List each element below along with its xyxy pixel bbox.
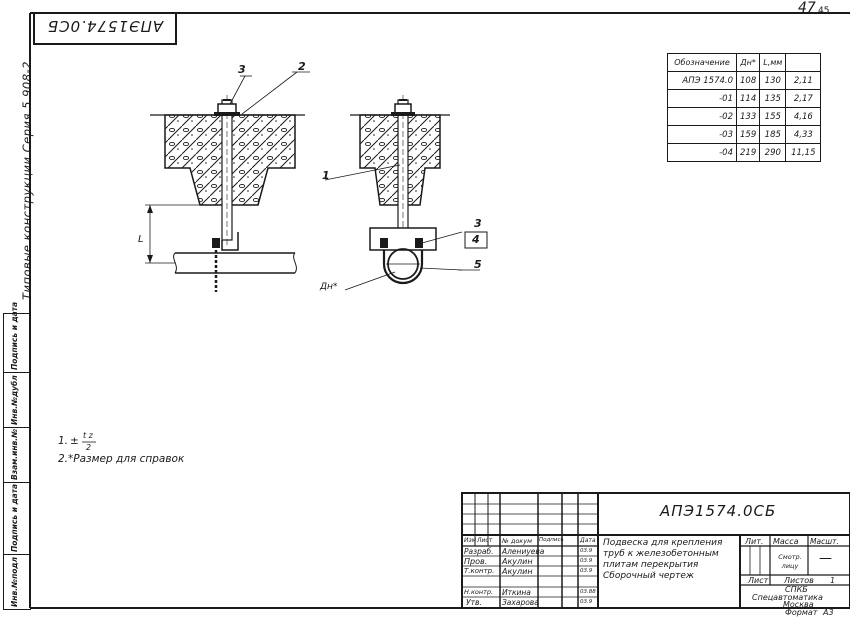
role-name: Акулин [502,557,533,566]
drawing-title: Подвеска для крепления труб к железобето… [603,538,722,582]
callout-3-left: 3 [238,63,246,76]
spec-header-cell: L,мм [759,53,787,72]
spec-cell: 135 [759,89,787,108]
role-label: Пров. [464,557,488,566]
note-2: 2.*Размер для справок [58,453,185,465]
side-cell: Подпись и дата [4,302,31,373]
spec-header-cell [785,53,822,72]
spec-cell: 11,15 [785,143,822,162]
diameter-label: Дн* [320,282,338,292]
scale-value: — [819,551,832,566]
role-name: Акулин [502,567,533,576]
page-number-print: 45 [818,6,830,16]
role-label: Утв. [466,598,482,607]
sheets-label: Листов [784,576,814,585]
spec-cell: -01 [667,89,737,108]
col-header-sign: Подпись [539,537,564,543]
side-cell: Инв.№дубл [4,372,31,428]
role-date: 03.88 [580,589,596,595]
org-line-3: Москва [783,600,814,609]
note-1-number: 1. [58,435,69,447]
side-cell: Подпись и дата [4,482,31,555]
spec-cell: 4,16 [785,107,822,126]
org-line-1: СПКБ [785,585,808,594]
drawing-title-line: Сборочный чертеж [603,571,695,581]
spec-cell: 2,17 [785,89,822,108]
drawing-title-line: труб к железобетонным [603,549,719,559]
format-value: А3 [823,608,834,617]
left-view [145,71,310,292]
callout-3-right: 3 [474,217,482,230]
sheets-value: 1 [830,576,836,585]
format-label: Формат [785,608,818,617]
role-date: 03.9 [580,548,593,554]
note-1-numerator: t z [83,431,93,440]
spec-cell: -04 [667,143,737,162]
spec-cell: 155 [759,107,787,126]
note-1-denominator: 2 [86,443,92,452]
side-stamp: Подпись и дата Инв.№дубл Взам.инв.№ Подп… [3,302,31,610]
role-name: Иткина [502,588,531,597]
table-row: -01 114 135 2,17 [667,89,822,108]
table-row: -04 219 290 11,15 [667,143,822,162]
inverted-stamp: АПЭ1574.0СБ [33,13,177,45]
right-view [324,95,488,291]
table-row: -02 133 155 4,16 [667,107,822,126]
sheet-label: Лист [748,576,769,585]
spec-cell: 290 [759,143,787,162]
title-block-frame [461,492,850,609]
col-header-date: Дата [580,537,596,544]
scale-label: Масшт. [810,537,839,546]
spec-cell: 219 [735,143,761,162]
callout-2: 2 [298,60,306,73]
role-label: Разраб. [464,547,494,556]
role-date: 03.9 [580,568,593,574]
callout-1: 1 [322,169,330,182]
table-row: -03 159 185 4,33 [667,125,822,144]
table-row: АПЭ 1574.0 108 130 2,11 [667,71,822,90]
col-header-izm: Изм [464,537,477,544]
spec-header-cell: Обозначение [667,53,737,72]
spec-cell: 185 [759,125,787,144]
note-1-sign: ± [70,435,79,447]
spec-cell: АПЭ 1574.0 [667,71,737,90]
spec-table: Обозначение Дн* L,мм АПЭ 1574.0 108 130 … [667,53,822,162]
col-header-doc: № докум [502,537,532,545]
spec-table-header: Обозначение Дн* L,мм [667,53,822,72]
spec-cell: -03 [667,125,737,144]
mass-label: Масса [773,537,799,546]
spec-cell: 133 [735,107,761,126]
spec-cell: -02 [667,107,737,126]
spec-cell: 2,11 [785,71,822,90]
role-label: Н.контр. [464,588,494,596]
spec-header-cell: Дн* [735,53,761,72]
spec-cell: 114 [735,89,761,108]
role-name: Захарова [502,598,539,607]
callout-4: 4 [472,233,480,246]
role-label: Т.контр. [464,567,495,575]
callout-5: 5 [474,258,482,271]
spec-cell: 159 [735,125,761,144]
doc-number: АПЭ1574.0СБ [660,502,777,520]
dimension-label: L [138,234,144,245]
spec-cell: 108 [735,71,761,90]
drawing-title-line: плитам перекрытия [603,560,699,570]
mass-value: Смотр. лицу [778,553,802,570]
role-name: Алениуева [502,547,545,556]
spec-cell: 130 [759,71,787,90]
org-line-2: Спецавтоматика [752,593,823,602]
drawing-title-line: Подвеска для крепления [603,538,723,548]
spec-cell: 4,33 [785,125,822,144]
role-date: 03.9 [580,558,593,564]
side-cell: Взам.инв.№ [4,427,31,483]
lit-label: Лит. [745,537,764,546]
role-date: 03.9 [580,599,593,605]
col-header-list: Лист [477,537,493,544]
